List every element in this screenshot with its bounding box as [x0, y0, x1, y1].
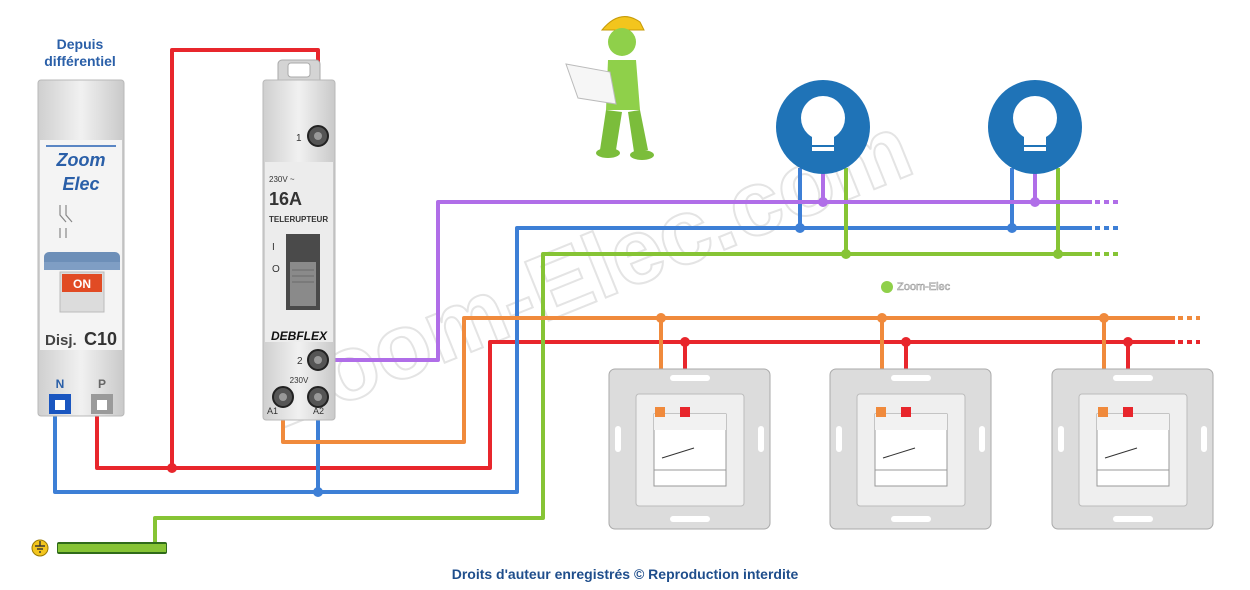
breaker-brand-line1: Zoom: [56, 150, 106, 170]
junctions: [167, 197, 1133, 497]
control-wire-main: [281, 316, 1175, 444]
neutral-wire-main: [53, 226, 1092, 494]
relay-terminal-2: 2: [297, 356, 303, 367]
relay-brand: DEBFLEX: [271, 329, 328, 343]
relay-terminal-a2: A2: [313, 406, 324, 416]
breaker-terminal-p: P: [98, 377, 106, 391]
breaker-symbol-icon: [59, 205, 73, 238]
zoom-elec-logo: Zoom-Elec: [881, 281, 951, 293]
copyright-footer: Droits d'auteur enregistrés © Reproducti…: [451, 566, 799, 582]
wires: [53, 48, 1200, 548]
breaker-terminal-n: N: [56, 377, 65, 391]
relay-terminal-a1: A1: [267, 406, 278, 416]
relay-current: 16A: [269, 189, 302, 209]
breaker-rating: C10: [84, 329, 117, 349]
earth-wire-main: [153, 252, 1092, 548]
relay-coil-voltage: 230V: [290, 376, 309, 385]
breaker-rating-prefix: Disj.: [45, 332, 77, 349]
earth-icon: [31, 539, 49, 557]
impulse-relay: 1 230V ~ 16A TELERUPTEUR I O DEBFLEX 2 2…: [262, 59, 336, 421]
source-label: Depuis différentiel: [44, 36, 116, 69]
relay-type: TELERUPTEUR: [269, 215, 328, 224]
worker-icon: [565, 16, 654, 160]
breaker-state: ON: [73, 277, 91, 291]
relay-pos-i: I: [272, 242, 275, 253]
pushbutton-3[interactable]: [1051, 368, 1214, 530]
relay-terminal-1: 1: [296, 133, 302, 144]
breaker-brand-line2: Elec: [62, 174, 99, 194]
pushbutton-1[interactable]: [608, 368, 771, 530]
phase-wire-main: [95, 340, 1175, 470]
earth-bar: [31, 539, 167, 557]
pushbutton-2[interactable]: [829, 368, 992, 530]
logo-text: Zoom-Elec: [897, 281, 951, 293]
lamp-1: [776, 80, 870, 174]
return-wire-main: [330, 200, 1092, 362]
relay-voltage: 230V ~: [269, 175, 295, 184]
circuit-breaker: Zoom Elec ON Disj. C10 N P: [37, 79, 125, 417]
relay-pos-o: O: [272, 264, 280, 275]
lamp-2: [988, 80, 1082, 174]
